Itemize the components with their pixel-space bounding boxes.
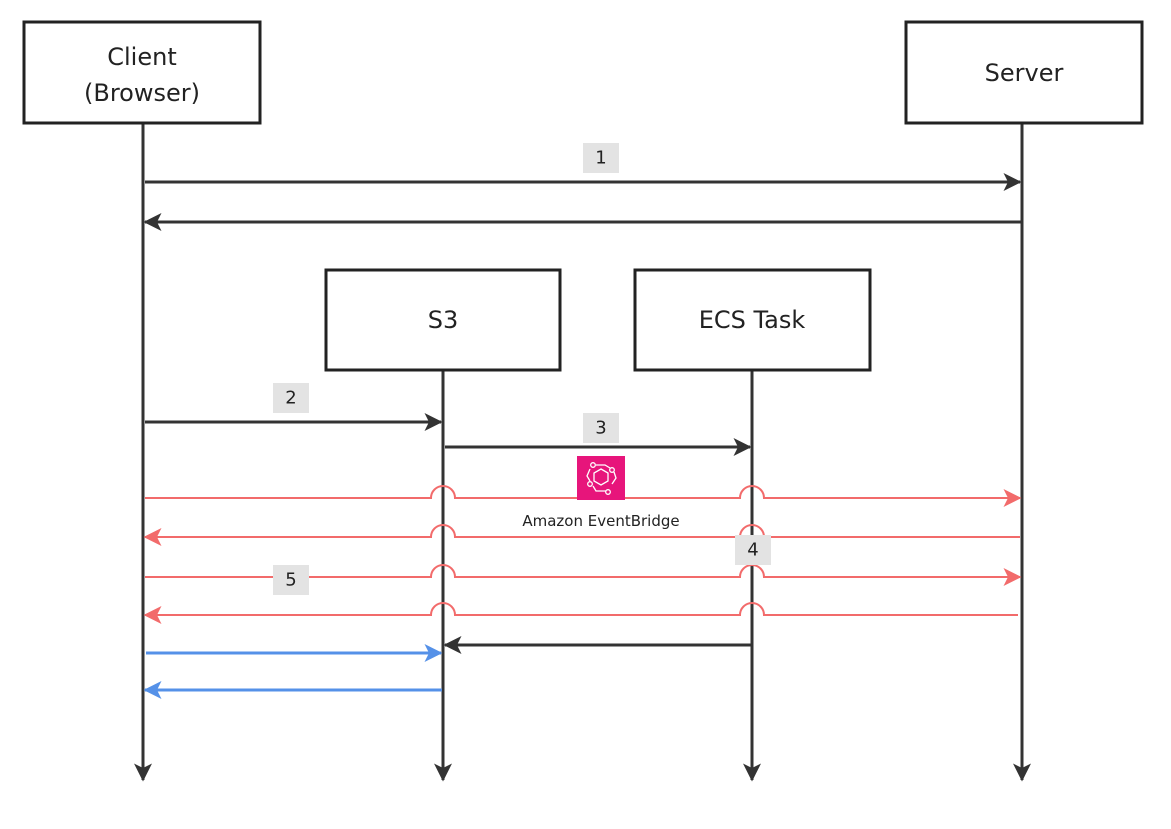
- step-badge-1: 1: [583, 143, 619, 173]
- step-badge-1-label: 1: [595, 148, 606, 169]
- message-red-client-to-server-2[interactable]: [145, 564, 1022, 586]
- actor-s3[interactable]: S3: [324, 268, 562, 372]
- actor-server-box: [904, 20, 1144, 125]
- actor-server-label: Server: [985, 59, 1064, 87]
- actor-client-label-line1: Client: [107, 43, 176, 71]
- actor-client-box: [22, 20, 262, 125]
- actor-ecs-label: ECS Task: [699, 306, 806, 334]
- actor-server[interactable]: Server: [904, 20, 1144, 125]
- eventbridge-node[interactable]: Amazon EventBridge: [522, 456, 680, 530]
- actor-ecs-box: [633, 268, 872, 372]
- actor-client-label-line2: (Browser): [84, 79, 200, 107]
- step-badge-2-label: 2: [285, 388, 296, 409]
- eventbridge-label: Amazon EventBridge: [522, 512, 679, 530]
- step-badge-5-label: 5: [285, 570, 296, 591]
- step-badge-4: 4: [735, 535, 771, 565]
- step-badge-3: 3: [583, 413, 619, 443]
- eventbridge-glyph: [586, 462, 617, 495]
- message-red-server-to-client-2[interactable]: [143, 602, 1018, 624]
- actor-s3-box: [324, 268, 562, 372]
- actor-client[interactable]: Client (Browser): [22, 20, 262, 125]
- step-badge-2: 2: [273, 383, 309, 413]
- step-badge-5: 5: [273, 565, 309, 595]
- step-badge-3-label: 3: [595, 418, 606, 439]
- actor-ecs[interactable]: ECS Task: [633, 268, 872, 372]
- actor-s3-label: S3: [428, 306, 459, 334]
- message-red-server-to-client-1[interactable]: [143, 524, 1020, 546]
- eventbridge-icon: [577, 456, 625, 500]
- step-badge-4-label: 4: [747, 540, 758, 561]
